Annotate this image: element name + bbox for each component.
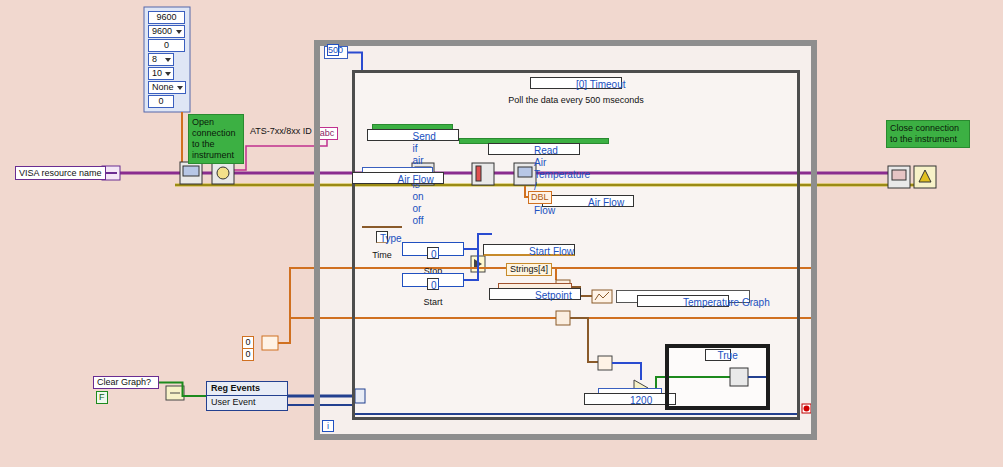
node-text: abc <box>320 128 335 139</box>
comment-box: Send if air flow is on or off <box>372 124 453 130</box>
wire <box>348 53 362 71</box>
node-text: Close connection to the instrument <box>890 123 966 145</box>
ring-constant: 10 <box>148 67 174 80</box>
numeric-constant: 9600 <box>148 11 185 24</box>
node-text: VISA resource name <box>19 168 102 179</box>
ring-constant: 9600 <box>148 25 185 38</box>
node-text: 0 <box>245 337 250 348</box>
node-text: 1200 <box>584 393 676 405</box>
comment-box: Open connection to the instrument <box>188 114 244 164</box>
comment-box: Read Air Temperature / Air Flow <box>459 138 609 144</box>
node-text: Strings[4] <box>506 263 552 276</box>
node-text: User Event <box>207 396 287 409</box>
node-text: 0 <box>427 247 439 259</box>
case-structure: True <box>665 344 770 410</box>
node-text: 10 <box>152 68 162 79</box>
node-text: Time <box>369 249 395 262</box>
node-text: 9600 <box>152 26 172 37</box>
node-text: Clear Graph? <box>97 377 151 388</box>
enum-constant: 0Stop <box>402 242 464 256</box>
numeric-constant: 1200 <box>598 388 662 401</box>
node-text: Open connection to the instrument <box>192 117 240 161</box>
node-text: Air Flow <box>542 195 634 207</box>
event-structure: [0] TimeoutPoll the data every 500 mseco… <box>352 70 800 420</box>
unbundle-node: TypeTime <box>362 226 402 228</box>
comment-box: Close connection to the instrument <box>886 120 970 148</box>
numeric-constant: 0 <box>148 95 174 108</box>
indicator-label: Air Flow <box>554 191 622 203</box>
ring-constant: None <box>148 81 186 94</box>
node-text: Read Air Temperature / Air Flow <box>488 143 580 155</box>
node-text: Reg Events <box>207 382 287 396</box>
node-text: 0 <box>158 96 163 107</box>
register-events-node: Reg EventsUser Event <box>206 381 288 411</box>
node-text: Poll the data every 500 mseconds <box>508 95 644 106</box>
wire <box>288 395 352 398</box>
node-text: 8 <box>152 54 157 65</box>
node-text: Air Flow <box>352 172 444 184</box>
node-text: Start Flow <box>483 244 575 256</box>
node-text: Type <box>376 231 388 243</box>
node-text: Setpoint <box>489 288 581 300</box>
boolean-terminal: F <box>96 391 108 404</box>
wire <box>159 383 206 397</box>
node-text: 500 <box>327 44 339 56</box>
node-text: i <box>322 420 334 432</box>
data-type-terminal: DBL <box>528 191 552 204</box>
wire <box>464 234 492 280</box>
ring-constant: 8 <box>148 53 174 66</box>
node-text: 9600 <box>156 12 176 23</box>
ring-constant: Air Flow <box>362 167 433 180</box>
node-text: Start <box>419 296 446 309</box>
indicator-label: ATS-7xx/8xx ID <box>250 126 312 137</box>
control-terminal: VISA resource name <box>15 166 106 180</box>
array-constant: 0 <box>242 348 254 361</box>
node-text: 0 <box>164 40 169 51</box>
node-text: 0 <box>245 349 250 360</box>
graph-indicator: Temperature Graph <box>616 290 750 303</box>
node-text: [0] Timeout <box>530 77 622 89</box>
node-text: Send if air flow is on or off <box>367 129 459 141</box>
enum-constant: 0Start <box>402 273 464 287</box>
node-text: 0 <box>427 278 439 290</box>
while-loop: i 500 [0] TimeoutPoll the data every 500 m… <box>314 40 817 440</box>
node-text: None <box>152 82 174 93</box>
numeric-constant: 500 <box>324 46 348 59</box>
control-terminal: Clear Graph? <box>93 376 159 389</box>
numeric-constant: 0 <box>148 39 185 52</box>
node-text: True <box>705 349 731 361</box>
node-text: Temperature Graph <box>637 295 729 307</box>
bundle-element: Setpoint <box>498 283 572 296</box>
